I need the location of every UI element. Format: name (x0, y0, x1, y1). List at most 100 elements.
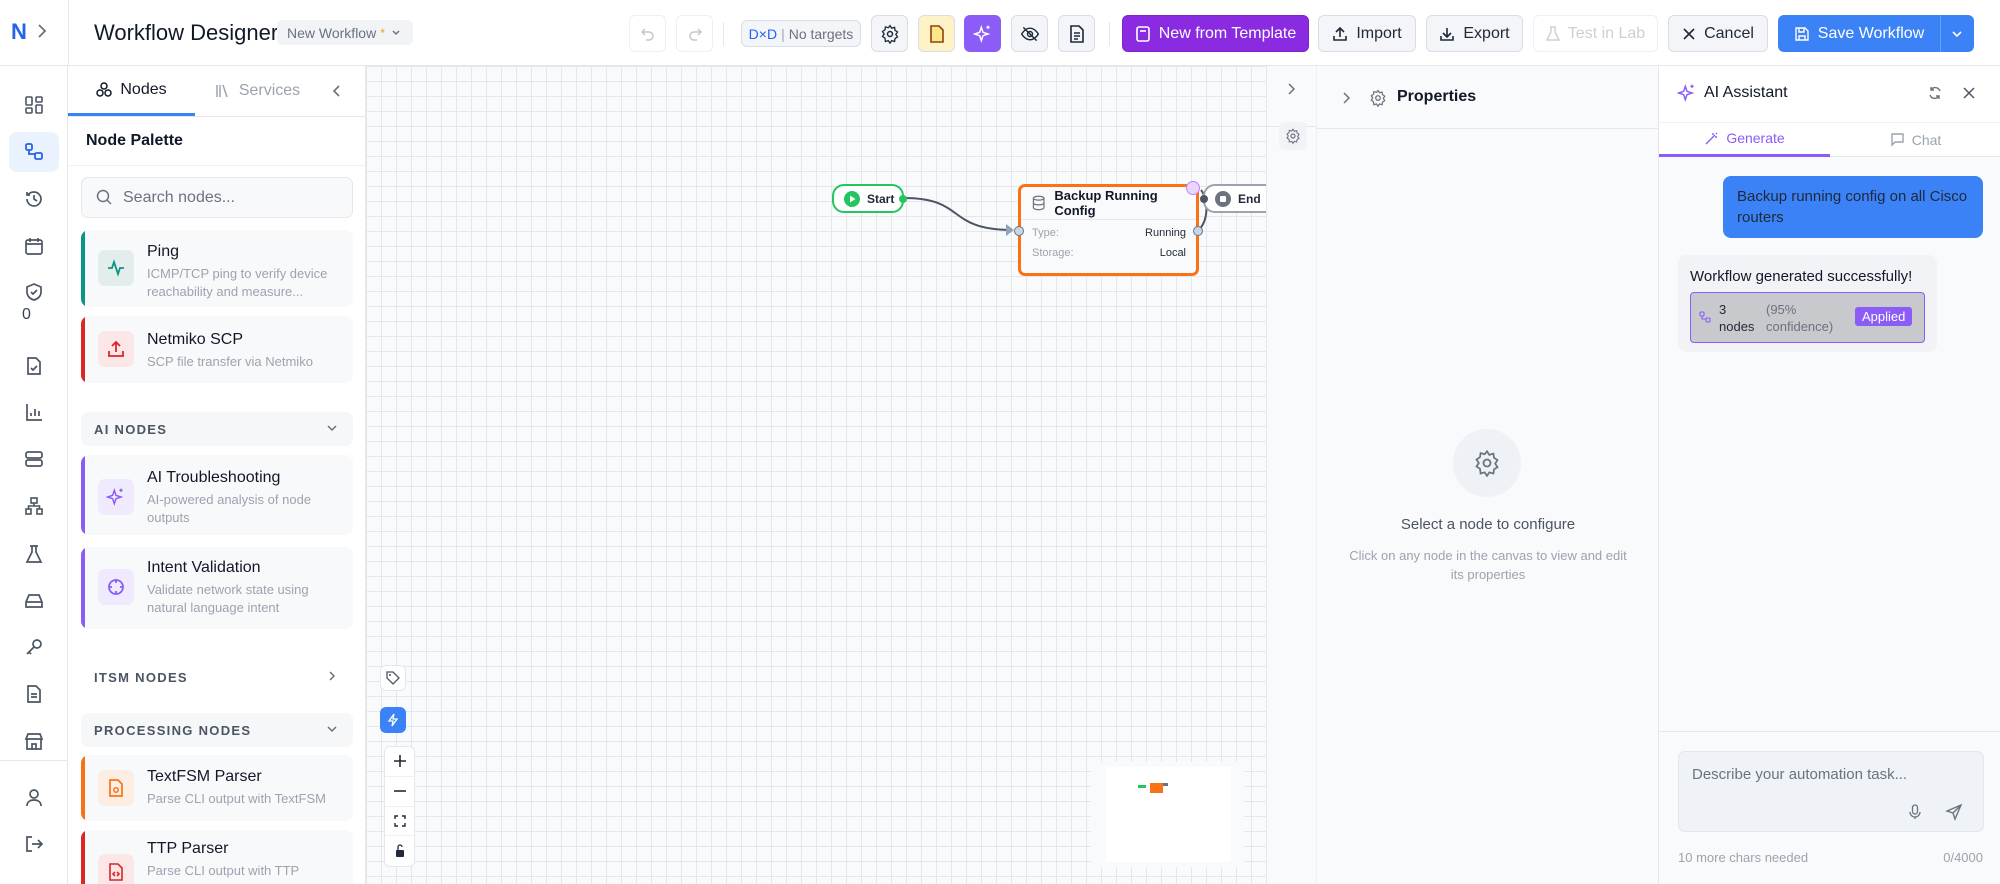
shield-check-icon[interactable] (20, 278, 48, 306)
targets-badge[interactable]: D×D|No targets (741, 20, 861, 47)
notes-button[interactable] (918, 15, 955, 52)
microphone-icon[interactable] (1908, 804, 1922, 820)
minimap[interactable] (1091, 762, 1244, 867)
test-in-lab-button[interactable]: Test in Lab (1533, 15, 1658, 52)
ai-generated-marker-icon (1186, 181, 1200, 195)
chevron-right-icon[interactable] (1341, 90, 1353, 106)
close-icon (1683, 27, 1695, 40)
auto-layout-button[interactable] (380, 707, 406, 733)
node-item-ttp-parser[interactable]: TTP Parser Parse CLI output with TTP (81, 830, 353, 884)
server-icon[interactable] (20, 445, 48, 473)
app-logo[interactable]: N (11, 19, 27, 44)
lock-button[interactable] (385, 836, 414, 866)
node-item-ping[interactable]: Ping ICMP/TCP ping to verify device reac… (81, 230, 353, 307)
minimap-start-node (1138, 785, 1146, 788)
flask-icon (1545, 25, 1560, 41)
output-handle[interactable] (899, 195, 907, 203)
backup-running-config-node[interactable]: Backup Running Config Type:Running Stora… (1014, 181, 1203, 276)
key-icon[interactable] (20, 633, 48, 661)
tab-nodes[interactable]: Nodes (68, 66, 195, 116)
fit-view-button[interactable] (385, 807, 414, 837)
node-item-ai-troubleshooting[interactable]: AI Troubleshooting AI-powered analysis o… (81, 455, 353, 535)
output-handle[interactable] (1193, 226, 1203, 236)
start-node[interactable]: Start (832, 184, 907, 213)
store-icon[interactable] (20, 727, 48, 755)
save-options-dropdown[interactable] (1940, 15, 1974, 52)
node-desc: ICMP/TCP ping to verify device reachabil… (147, 266, 328, 299)
workflows-icon[interactable] (9, 132, 59, 172)
document-button[interactable] (1058, 15, 1095, 52)
document-icon[interactable] (20, 680, 48, 708)
ai-assistant-toggle[interactable] (964, 15, 1001, 52)
node-desc: Parse CLI output with TextFSM (147, 791, 326, 806)
library-icon (216, 84, 228, 98)
node-title: Backup Running Config (1054, 188, 1158, 218)
node-item-intent-validation[interactable]: Intent Validation Validate network state… (81, 547, 353, 629)
tab-services[interactable]: Services (195, 66, 320, 116)
chevron-right-icon (325, 669, 339, 683)
storage-icon[interactable] (20, 587, 48, 615)
input-handle[interactable] (1014, 226, 1024, 236)
ai-assistant-title: AI Assistant (1704, 84, 1788, 101)
empty-state-title: Select a node to configure (1400, 516, 1576, 533)
flask-icon[interactable] (20, 540, 48, 568)
save-workflow-button[interactable]: Save Workflow (1778, 15, 1940, 52)
field-value: Local (1159, 247, 1186, 259)
tab-chat[interactable]: Chat (1830, 122, 2000, 157)
send-icon[interactable] (1945, 803, 1963, 821)
topology-icon[interactable] (20, 492, 48, 520)
crosshair-icon (98, 569, 134, 605)
node-item-netmiko-scp[interactable]: Netmiko SCP SCP file transfer via Netmik… (81, 316, 353, 383)
target-count: D×D (748, 25, 778, 42)
sparkles-icon (98, 479, 134, 515)
minimap-backup-node (1150, 783, 1163, 793)
expand-properties-icon[interactable] (1286, 81, 1298, 97)
end-node[interactable]: End (1200, 184, 1266, 213)
tab-generate[interactable]: Generate (1659, 122, 1830, 157)
calendar-icon[interactable] (20, 232, 48, 260)
zoom-out-button[interactable] (385, 777, 414, 807)
workflow-canvas[interactable]: Start Backup Running Config Type:Running… (366, 66, 1266, 884)
node-title: AI Troubleshooting (147, 469, 281, 486)
sparkles-icon (972, 24, 990, 43)
undo-button[interactable] (629, 15, 666, 52)
search-input[interactable]: Search nodes... (81, 177, 353, 218)
properties-gear-button[interactable] (1279, 122, 1307, 150)
cancel-button[interactable]: Cancel (1668, 15, 1768, 52)
input-handle[interactable] (1200, 195, 1208, 203)
settings-button[interactable] (871, 15, 908, 52)
empty-state-description: Click on any node in the canvas to view … (1349, 548, 1627, 582)
result-confidence: (95% confidence) (1766, 302, 1834, 334)
close-icon[interactable] (1962, 86, 1976, 100)
unlock-icon (395, 844, 404, 858)
import-button[interactable]: Import (1318, 15, 1416, 52)
redo-button[interactable] (676, 15, 713, 52)
minimap-end-node (1163, 783, 1168, 786)
gear-icon (881, 24, 898, 44)
properties-panel: Properties Select a node to configure Cl… (1266, 66, 1659, 884)
section-processing-nodes[interactable]: PROCESSING NODES (81, 713, 353, 747)
workflow-name-dropdown[interactable]: New Workflow * (277, 20, 413, 45)
new-from-template-button[interactable]: New from Template (1122, 15, 1309, 52)
export-button[interactable]: Export (1426, 15, 1523, 52)
node-item-textfsm-parser[interactable]: TextFSM Parser Parse CLI output with Tex… (81, 755, 353, 821)
user-icon[interactable] (20, 784, 48, 812)
expand-rail-icon[interactable] (36, 22, 48, 40)
hide-button[interactable] (1011, 15, 1048, 52)
chart-icon[interactable] (20, 398, 48, 426)
labels-button[interactable] (380, 665, 406, 691)
section-ai-nodes[interactable]: AI NODES (81, 412, 353, 446)
file-check-icon[interactable] (20, 352, 48, 380)
prompt-input[interactable]: Describe your automation task... (1678, 751, 1984, 832)
zoom-in-button[interactable] (385, 747, 414, 777)
dashboard-icon[interactable] (20, 91, 48, 119)
section-itsm-nodes[interactable]: ITSM NODES (81, 660, 353, 694)
refresh-icon[interactable] (1927, 85, 1943, 101)
workflow-icon (1699, 311, 1711, 323)
save-icon (1795, 26, 1809, 41)
logout-icon[interactable] (20, 830, 48, 858)
field-label: Storage: (1032, 247, 1074, 259)
collapse-panel-icon[interactable] (330, 82, 344, 100)
history-icon[interactable] (20, 185, 48, 213)
